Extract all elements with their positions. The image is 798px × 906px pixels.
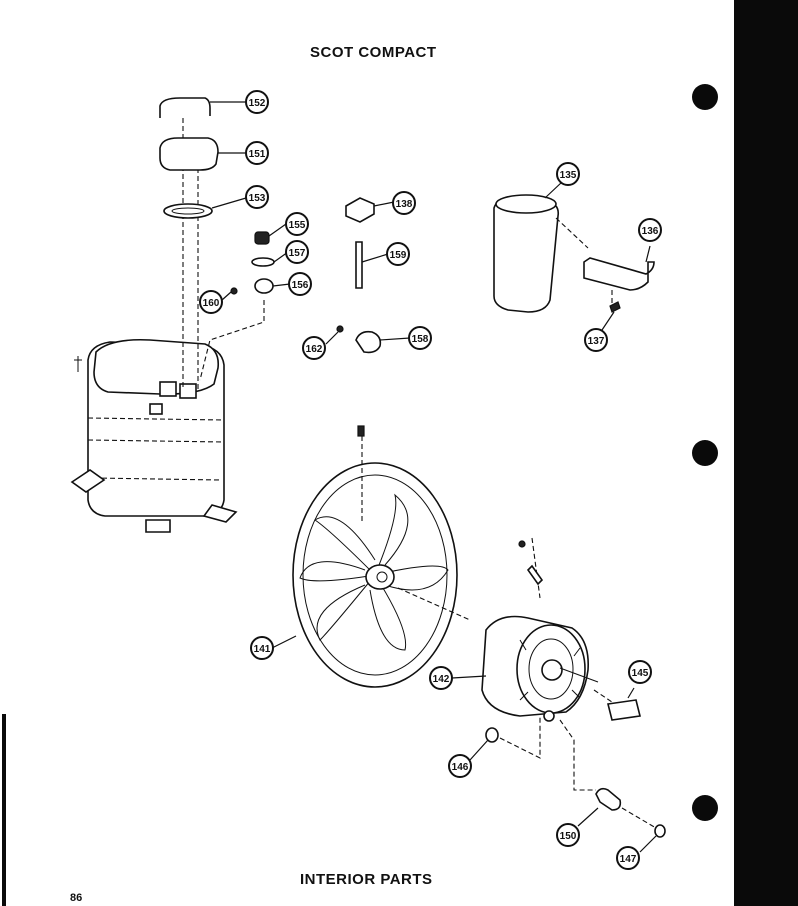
callout-157: 157 bbox=[285, 240, 309, 264]
callout-151: 151 bbox=[245, 141, 269, 165]
terminal-cover-151 bbox=[159, 137, 219, 171]
callout-156: 156 bbox=[288, 272, 312, 296]
screw-160 bbox=[230, 287, 238, 295]
callout-141: 141 bbox=[250, 636, 274, 660]
left-edge-mark bbox=[2, 714, 6, 906]
screw-137 bbox=[609, 301, 621, 313]
binder-hole bbox=[692, 440, 718, 466]
callout-number: 157 bbox=[289, 248, 306, 259]
callout-number: 136 bbox=[642, 226, 659, 237]
callout-142: 142 bbox=[429, 666, 453, 690]
grommet-156 bbox=[254, 278, 274, 294]
callout-155: 155 bbox=[285, 212, 309, 236]
callout-number: 141 bbox=[254, 644, 271, 655]
callout-136: 136 bbox=[638, 218, 662, 242]
callout-135: 135 bbox=[556, 162, 580, 186]
binder-hole bbox=[692, 84, 718, 110]
callout-number: 159 bbox=[390, 250, 407, 261]
diagram-title: SCOT COMPACT bbox=[310, 44, 437, 61]
callout-number: 155 bbox=[289, 220, 306, 231]
fan-motor-142 bbox=[481, 615, 599, 722]
callout-number: 147 bbox=[620, 854, 637, 865]
callout-138: 138 bbox=[392, 191, 416, 215]
nut-146 bbox=[485, 727, 499, 743]
callout-137: 137 bbox=[584, 328, 608, 352]
screw-162 bbox=[336, 325, 344, 333]
callout-number: 150 bbox=[560, 831, 577, 842]
callout-number: 162 bbox=[306, 344, 323, 355]
callout-153: 153 bbox=[245, 185, 269, 209]
callout-147: 147 bbox=[616, 846, 640, 870]
callout-160: 160 bbox=[199, 290, 223, 314]
callout-number: 152 bbox=[249, 98, 266, 109]
washer-157 bbox=[251, 257, 275, 267]
callout-145: 145 bbox=[628, 660, 652, 684]
compressor-drawing bbox=[70, 338, 238, 533]
spacer-150 bbox=[595, 787, 622, 811]
callout-number: 137 bbox=[588, 336, 605, 347]
callout-number: 153 bbox=[249, 193, 266, 204]
callout-number: 138 bbox=[396, 199, 413, 210]
binding-edge-bar bbox=[734, 0, 798, 906]
callout-150: 150 bbox=[556, 823, 580, 847]
fan-blade-141 bbox=[292, 462, 458, 688]
tie-159 bbox=[355, 241, 363, 289]
gasket-153 bbox=[163, 203, 213, 219]
binder-hole bbox=[692, 795, 718, 821]
section-title: INTERIOR PARTS bbox=[300, 871, 433, 888]
callout-159: 159 bbox=[386, 242, 410, 266]
clamp-158 bbox=[355, 330, 382, 354]
callout-152: 152 bbox=[245, 90, 269, 114]
capacitor-135 bbox=[493, 194, 560, 313]
clamp-138 bbox=[345, 197, 375, 223]
label-145 bbox=[607, 699, 641, 721]
callout-number: 146 bbox=[452, 762, 469, 773]
nut-155 bbox=[254, 231, 270, 245]
callout-158: 158 bbox=[408, 326, 432, 350]
callout-number: 145 bbox=[632, 668, 649, 679]
callout-number: 151 bbox=[249, 149, 266, 160]
callout-number: 158 bbox=[412, 334, 429, 345]
callout-number: 135 bbox=[560, 170, 577, 181]
callout-number: 156 bbox=[292, 280, 309, 291]
callout-146: 146 bbox=[448, 754, 472, 778]
page-number: 86 bbox=[70, 892, 83, 904]
clip-152 bbox=[159, 97, 211, 118]
callout-number: 160 bbox=[203, 298, 220, 309]
bracket-136 bbox=[583, 257, 655, 291]
washer-147 bbox=[654, 824, 666, 838]
callout-number: 142 bbox=[433, 674, 450, 685]
callout-162: 162 bbox=[302, 336, 326, 360]
